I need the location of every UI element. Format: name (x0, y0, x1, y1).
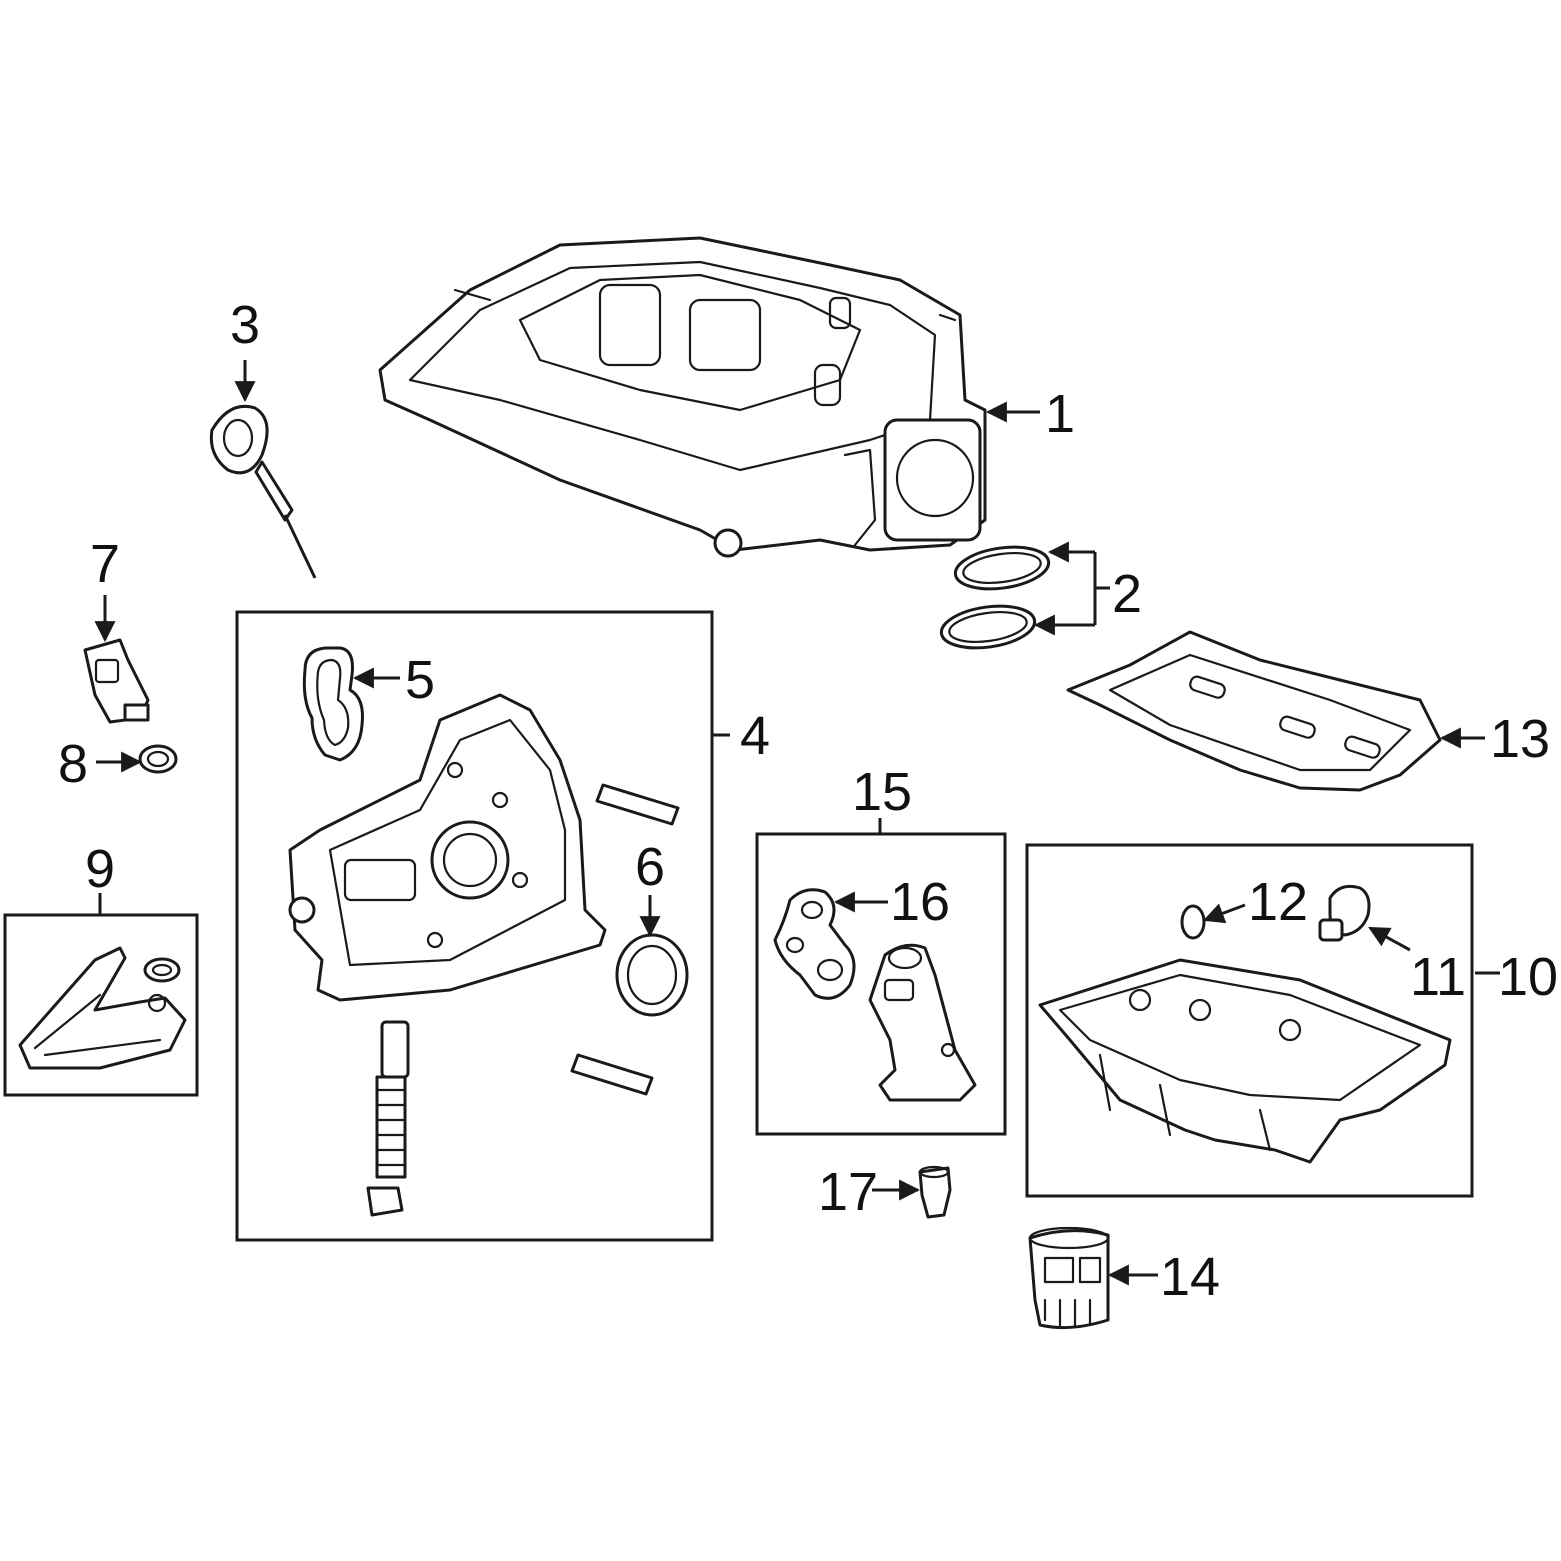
callout-16: 16 (890, 872, 950, 932)
oil-pan-group-box (1025, 843, 1474, 1198)
relief-valve-spring (366, 1020, 410, 1217)
callout-5: 5 (405, 650, 435, 710)
callout-1: 1 (1045, 384, 1075, 444)
drain-bolt (1318, 884, 1371, 942)
housing-gasket (773, 888, 856, 1000)
callout-11: 11 (1410, 947, 1466, 1007)
oil-pump-assembly (288, 693, 607, 1002)
filter-housing (868, 943, 977, 1102)
callout-6: 6 (635, 837, 665, 897)
callout-4: 4 (740, 706, 770, 766)
callout-2: 2 (1112, 564, 1142, 624)
plug (918, 1165, 952, 1219)
callout-13: 13 (1490, 709, 1550, 769)
callout-labels: 1 2 3 4 5 6 7 8 9 10 11 12 13 14 15 16 1… (58, 295, 1558, 1307)
callout-9: 9 (85, 839, 115, 899)
callout-8: 8 (58, 734, 88, 794)
oil-seal (615, 933, 689, 1017)
oil-pressure-sensor (83, 638, 150, 724)
oil-pump-group-box (235, 610, 714, 1242)
callout-10: 10 (1498, 947, 1558, 1007)
drain-washer (1180, 904, 1206, 940)
callout-7: 7 (90, 534, 120, 594)
pump-gasket (302, 646, 364, 762)
dipstick (209, 404, 317, 579)
callout-12: 12 (1248, 872, 1308, 932)
oil-strainer (18, 946, 187, 1070)
callout-3: 3 (230, 295, 260, 355)
oil-pan (1038, 958, 1452, 1164)
studs (570, 783, 680, 1096)
intake-manifold (378, 236, 987, 558)
oil-filter (1028, 1226, 1110, 1330)
o-rings (939, 545, 1051, 650)
callout-14: 14 (1160, 1247, 1220, 1307)
sensor-washer (138, 744, 178, 774)
callout-15: 15 (852, 762, 912, 822)
callout-17: 17 (818, 1162, 878, 1222)
baffle-plate (1066, 630, 1442, 792)
leader-lines (94, 360, 1500, 1286)
